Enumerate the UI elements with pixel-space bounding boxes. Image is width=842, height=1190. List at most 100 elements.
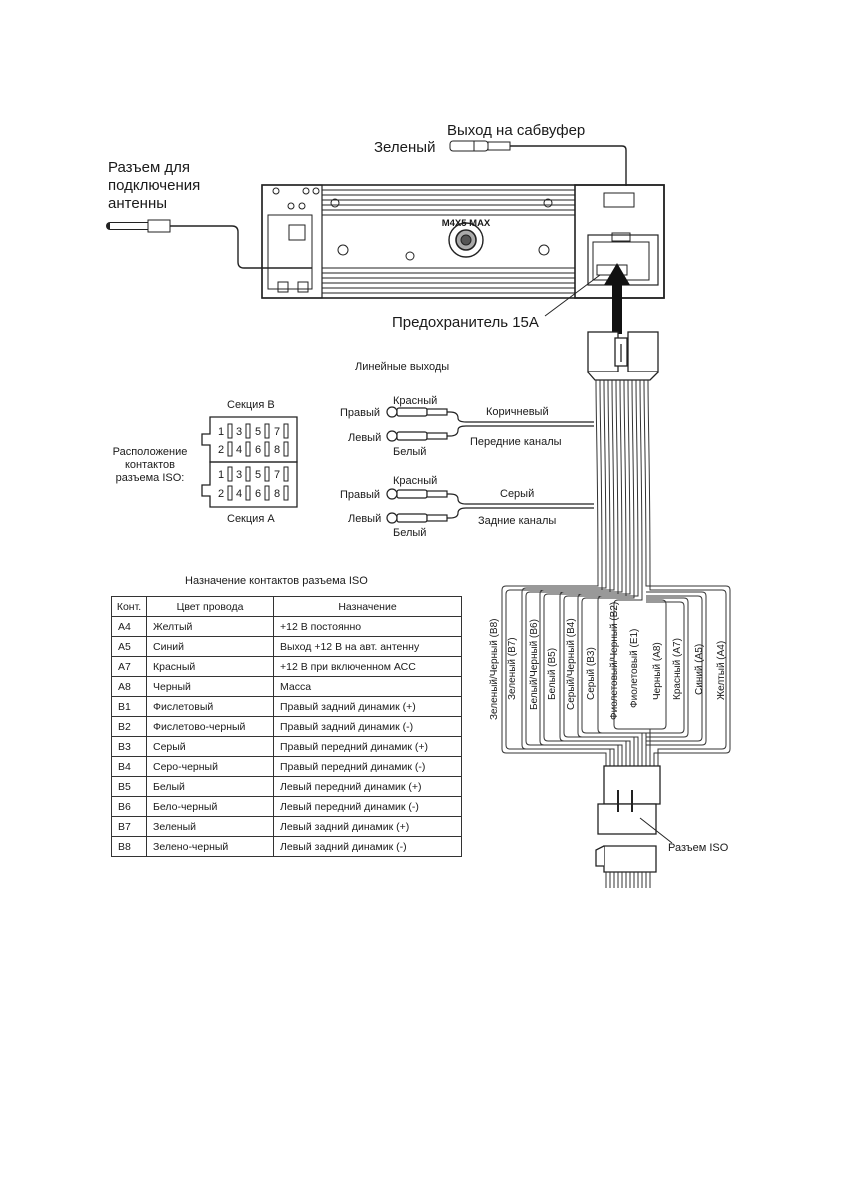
iso-pin-outline (201, 416, 298, 508)
cell-purpose: +12 В при включенном АСС (273, 656, 462, 677)
cell-contact: А5 (111, 636, 147, 657)
cell-contact: А7 (111, 656, 147, 677)
table-title: Назначение контактов разъема ISO (185, 575, 368, 587)
front-wire-label: Коричневый (486, 406, 549, 418)
line-out-title: Линейные выходы (355, 361, 449, 373)
rear-wire-label: Серый (500, 488, 534, 500)
iso-connector-leader (639, 817, 673, 844)
front-left-label: Левый (348, 432, 381, 444)
wire-label-a4: Желтый (А4) (716, 641, 727, 700)
rear-white-label: Белый (393, 527, 426, 539)
section-a-label: Секция А (227, 513, 275, 525)
cell-contact: В3 (111, 736, 147, 757)
wire-label-b7: Зеленый (В7) (507, 637, 518, 700)
wire-label-b5: Белый (В5) (547, 648, 558, 700)
wire-label-b2: Фиолетовый/Черный (В2) (609, 602, 620, 720)
section-b-label: Секция В (227, 399, 275, 411)
pin-a3: 3 (236, 469, 242, 481)
cell-contact: В4 (111, 756, 147, 777)
wire-label-a5: Синий (А5) (694, 644, 705, 695)
pin-a8: 8 (274, 488, 280, 500)
front-red-label: Красный (393, 395, 437, 407)
header-contact: Конт. (111, 596, 147, 617)
harness-plug (587, 331, 659, 381)
head-unit (261, 184, 665, 299)
connection-arrow (604, 263, 630, 334)
cell-purpose: Левый задний динамик (+) (273, 816, 462, 837)
antenna-cable (106, 219, 312, 269)
cell-color: Черный (146, 676, 274, 697)
iso-connector-label: Разъем ISO (668, 842, 729, 854)
pin-b7: 7 (274, 426, 280, 438)
antenna-label-1: Разъем для (108, 159, 190, 176)
cell-contact: В5 (111, 776, 147, 797)
rear-left-label: Левый (348, 513, 381, 525)
pin-b4: 4 (236, 444, 242, 456)
model-text: M4X5 MAX (442, 218, 491, 229)
iso-connector-wires (605, 872, 651, 888)
fuse-label: Предохранитель 15А (392, 314, 539, 331)
cell-purpose: Правый передний динамик (-) (273, 756, 462, 777)
iso-layout-caption-1: Расположение (113, 446, 188, 458)
cell-color: Белый (146, 776, 274, 797)
subwoofer-green-label: Зеленый (374, 139, 435, 156)
cell-color: Бело-черный (146, 796, 274, 817)
front-white-label: Белый (393, 446, 426, 458)
cell-purpose: Выход +12 В на авт. антенну (273, 636, 462, 657)
wire-label-b6: Белый/Черный (В6) (529, 619, 540, 710)
cell-color: Серо-черный (146, 756, 274, 777)
iso-layout-caption-2: контактов (125, 459, 175, 471)
fuse-leader (544, 274, 601, 317)
pin-b3: 3 (236, 426, 242, 438)
cell-contact: А4 (111, 616, 147, 637)
cell-purpose: Масса (273, 676, 462, 697)
cell-contact: В6 (111, 796, 147, 817)
iso-layout-caption-3: разъема ISO: (116, 472, 185, 484)
pin-b8: 8 (274, 444, 280, 456)
cell-contact: В1 (111, 696, 147, 717)
rear-channels-label: Задние каналы (478, 515, 556, 527)
cell-color: Фислетовый (146, 696, 274, 717)
cell-color: Зелено-черный (146, 836, 274, 857)
cell-purpose: Левый задний динамик (-) (273, 836, 462, 857)
pin-b1: 1 (218, 426, 224, 438)
pin-a4: 4 (236, 488, 242, 500)
cell-purpose: Правый задний динамик (+) (273, 696, 462, 717)
cell-color: Зеленый (146, 816, 274, 837)
cell-purpose: Правый задний динамик (-) (273, 716, 462, 737)
antenna-label-3: антенны (108, 195, 167, 212)
cell-color: Серый (146, 736, 274, 757)
iso-pin-rects (227, 423, 289, 501)
subwoofer-label: Выход на сабвуфер (447, 122, 585, 139)
header-wire-color: Цвет провода (146, 596, 274, 617)
wire-label-b8: Зеленый/Черный (В8) (489, 619, 500, 721)
pin-a5: 5 (255, 469, 261, 481)
cell-purpose: +12 В постоянно (273, 616, 462, 637)
cell-contact: В8 (111, 836, 147, 857)
wire-label-b4: Серый/Черный (В4) (566, 618, 577, 710)
wire-label-a7: Красный (А7) (672, 638, 683, 700)
wire-label-b3: Серый (В3) (586, 647, 597, 700)
cell-color: Фислетово-черный (146, 716, 274, 737)
cell-color: Синий (146, 636, 274, 657)
front-right-label: Правый (340, 407, 380, 419)
wire-label-a8: Черный (А8) (652, 642, 663, 700)
cell-contact: В2 (111, 716, 147, 737)
cell-purpose: Правый передний динамик (+) (273, 736, 462, 757)
table-header-row: Конт. Цвет провода Назначение (111, 596, 462, 617)
wire-label-e1: Фиолетовый (Е1) (629, 629, 640, 708)
iso-pin-numbers: 1 3 5 7 2 4 6 8 1 3 5 7 2 4 6 8 (218, 426, 280, 500)
header-purpose: Назначение (273, 596, 462, 617)
subwoofer-cable (449, 140, 627, 186)
